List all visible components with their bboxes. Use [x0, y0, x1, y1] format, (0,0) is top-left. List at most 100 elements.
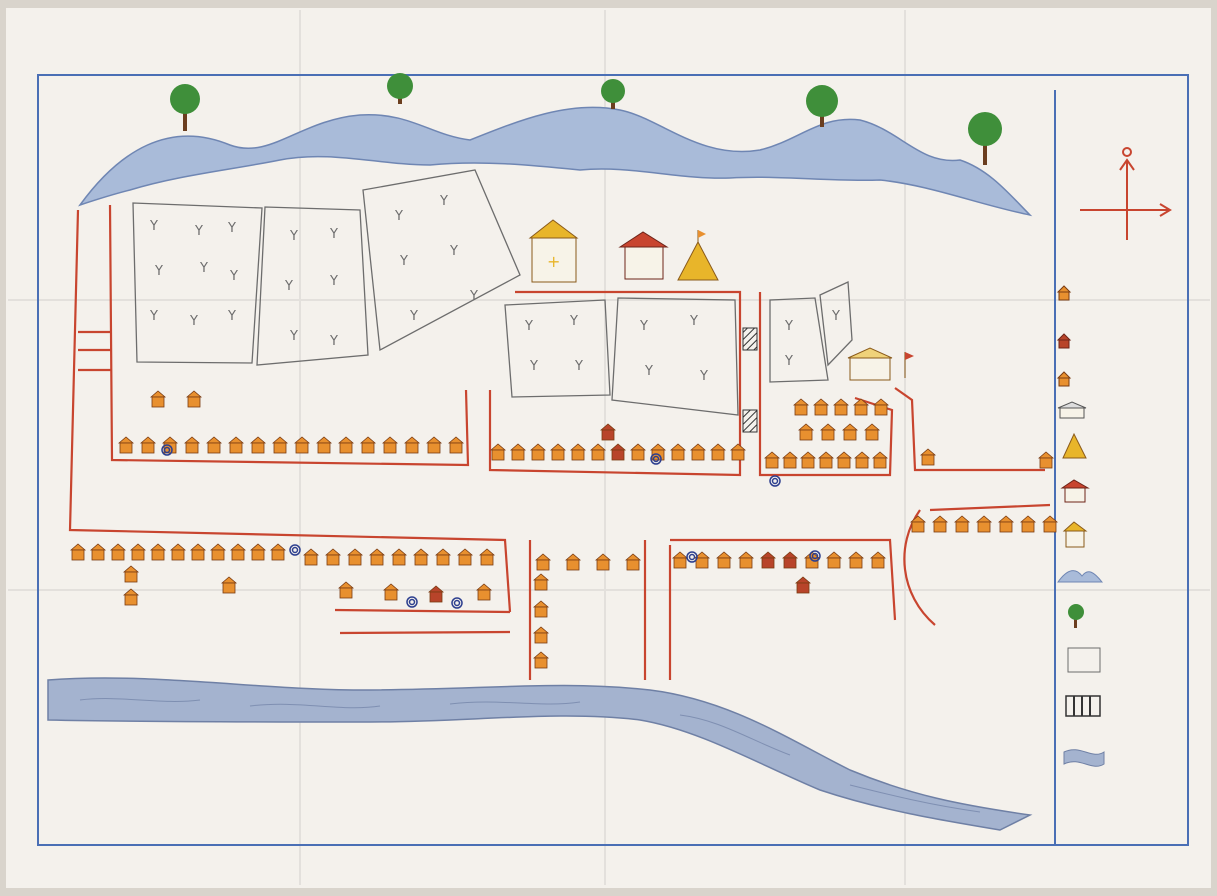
- house-marker: [737, 551, 755, 569]
- bridge-icon: [742, 327, 758, 351]
- house-marker: [227, 436, 245, 454]
- house-marker: [532, 573, 550, 591]
- svg-text:Y: Y: [149, 309, 158, 324]
- house-marker: [532, 600, 550, 618]
- house-red-icon: [1056, 333, 1072, 349]
- house-marker: [671, 551, 689, 569]
- mountain-range: [78, 106, 1033, 217]
- house-marker: [532, 651, 550, 669]
- house-marker: [799, 451, 817, 469]
- house-marker: [425, 436, 443, 454]
- house-marker: [817, 451, 835, 469]
- house-marker: [529, 443, 547, 461]
- house-marker: [729, 443, 747, 461]
- house-marker: [825, 551, 843, 569]
- house-marker: [109, 543, 127, 561]
- house-marker: [532, 626, 550, 644]
- house-marker: [337, 581, 355, 599]
- house-marker: [149, 390, 167, 408]
- house-marker: [220, 576, 238, 594]
- house-marker: [69, 543, 87, 561]
- house-marker: [812, 398, 830, 416]
- river-ripples: [79, 698, 981, 813]
- house-marker: [853, 451, 871, 469]
- house-marker: [229, 543, 247, 561]
- house-marker: [689, 443, 707, 461]
- house-marker: [763, 451, 781, 469]
- house-marker: [549, 443, 567, 461]
- house-marker: [478, 548, 496, 566]
- svg-text:Y: Y: [529, 359, 538, 374]
- svg-text:Y: Y: [227, 221, 236, 236]
- house-marker: [434, 548, 452, 566]
- house-marker: [149, 543, 167, 561]
- house-marker: [997, 515, 1015, 533]
- house-marker: [629, 443, 647, 461]
- svg-text:Y: Y: [449, 244, 458, 259]
- river-icon: [1063, 749, 1105, 767]
- house-marker: [569, 443, 587, 461]
- svg-text:Y: Y: [329, 274, 338, 289]
- house-marker: [1019, 515, 1037, 533]
- house-marker: [129, 543, 147, 561]
- svg-text:Y: Y: [329, 227, 338, 242]
- house-marker: [819, 423, 837, 441]
- house-marker: [797, 423, 815, 441]
- house-marker: [669, 443, 687, 461]
- house-marker: [1041, 515, 1059, 533]
- house-marker: [781, 451, 799, 469]
- river: [47, 677, 1033, 831]
- house-marker: [390, 548, 408, 566]
- mountain-trees: [170, 73, 1002, 165]
- svg-text:Y: Y: [574, 359, 583, 374]
- house-marker: [863, 423, 881, 441]
- house-marker: [953, 515, 971, 533]
- svg-text:Y: Y: [784, 319, 793, 334]
- house-marker: [249, 436, 267, 454]
- house-small-icon: [1056, 371, 1072, 387]
- svg-text:Y: Y: [699, 369, 708, 384]
- svg-text:Y: Y: [831, 309, 840, 324]
- svg-text:Y: Y: [229, 269, 238, 284]
- water-well-marker: [686, 551, 698, 563]
- svg-text:Y: Y: [439, 194, 448, 209]
- house-marker: [832, 398, 850, 416]
- house-marker: [122, 588, 140, 606]
- house-marker: [564, 553, 582, 571]
- church-icon: +: [528, 219, 579, 283]
- water-well-marker: [451, 597, 463, 609]
- svg-text:Y: Y: [689, 314, 698, 329]
- house-marker: [835, 451, 853, 469]
- pagoda-icon: [677, 230, 719, 281]
- svg-text:Y: Y: [469, 289, 478, 304]
- map-frame: [37, 74, 1189, 846]
- house-marker: [594, 553, 612, 571]
- water-well-markers: [161, 444, 821, 609]
- house-marker: [117, 436, 135, 454]
- house-marker: [161, 436, 179, 454]
- water-well-marker: [289, 544, 301, 556]
- house-marker: [169, 543, 187, 561]
- svg-text:Y: Y: [189, 314, 198, 329]
- house-marker: [381, 436, 399, 454]
- house-marker: [871, 451, 889, 469]
- house-orange-icon: [1056, 285, 1072, 301]
- house-marker: [456, 548, 474, 566]
- house-marker: [359, 436, 377, 454]
- church-icon: [1062, 521, 1088, 548]
- svg-text:Y: Y: [409, 309, 418, 324]
- house-marker: [447, 436, 465, 454]
- svg-text:Y: Y: [194, 224, 203, 239]
- svg-text:Y: Y: [284, 279, 293, 294]
- svg-text:Y: Y: [394, 209, 403, 224]
- monastery-icon: [1060, 479, 1090, 503]
- house-red-marker: [599, 423, 617, 441]
- water-well-marker: [769, 475, 781, 487]
- school-icon: [847, 347, 914, 381]
- svg-text:+: +: [547, 252, 560, 271]
- house-marker: [841, 423, 859, 441]
- house-marker: [534, 553, 552, 571]
- house-marker: [315, 436, 333, 454]
- house-marker: [337, 436, 355, 454]
